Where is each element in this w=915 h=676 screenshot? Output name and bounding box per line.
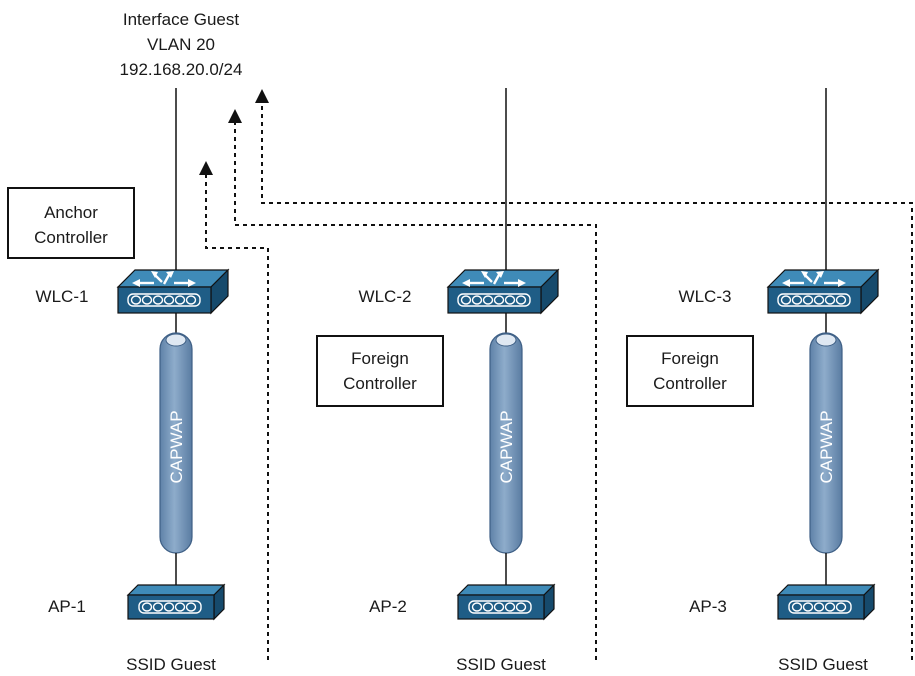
anchor-controller-box: Anchor Controller (8, 188, 134, 258)
ssid-label-3: SSID Guest (778, 655, 868, 674)
ssid-label-2: SSID Guest (456, 655, 546, 674)
capwap-label-1: CAPWAP (167, 410, 186, 483)
ap3-access-point-icon (778, 585, 874, 619)
foreign-controller-box-3: Foreign Controller (627, 336, 753, 406)
wlc2-label: WLC-2 (359, 287, 412, 306)
ap1-label: AP-1 (48, 597, 86, 616)
wlc1-label: WLC-1 (36, 287, 89, 306)
interface-name-label: Interface Guest (123, 10, 240, 29)
wlc3-router-controller-icon (768, 270, 878, 313)
ap2-access-point-icon (458, 585, 554, 619)
anchor-box-line1: Anchor (44, 203, 98, 222)
anchor-box-line2: Controller (34, 228, 108, 247)
ap2-label: AP-2 (369, 597, 407, 616)
foreign-box-2-line1: Foreign (351, 349, 409, 368)
foreign-box-3-line1: Foreign (661, 349, 719, 368)
ap3-label: AP-3 (689, 597, 727, 616)
ap1-access-point-icon (128, 585, 224, 619)
capwap-label-2: CAPWAP (497, 410, 516, 483)
foreign-box-2-line2: Controller (343, 374, 417, 393)
capwap-label-3: CAPWAP (817, 410, 836, 483)
wlc2-router-controller-icon (448, 270, 558, 313)
ssid-label-1: SSID Guest (126, 655, 216, 674)
subnet-label: 192.168.20.0/24 (120, 60, 243, 79)
vlan-label: VLAN 20 (147, 35, 215, 54)
foreign-controller-box-2: Foreign Controller (317, 336, 443, 406)
foreign-box-3-line2: Controller (653, 374, 727, 393)
wlc1-router-controller-icon (118, 270, 228, 313)
wlc3-label: WLC-3 (679, 287, 732, 306)
